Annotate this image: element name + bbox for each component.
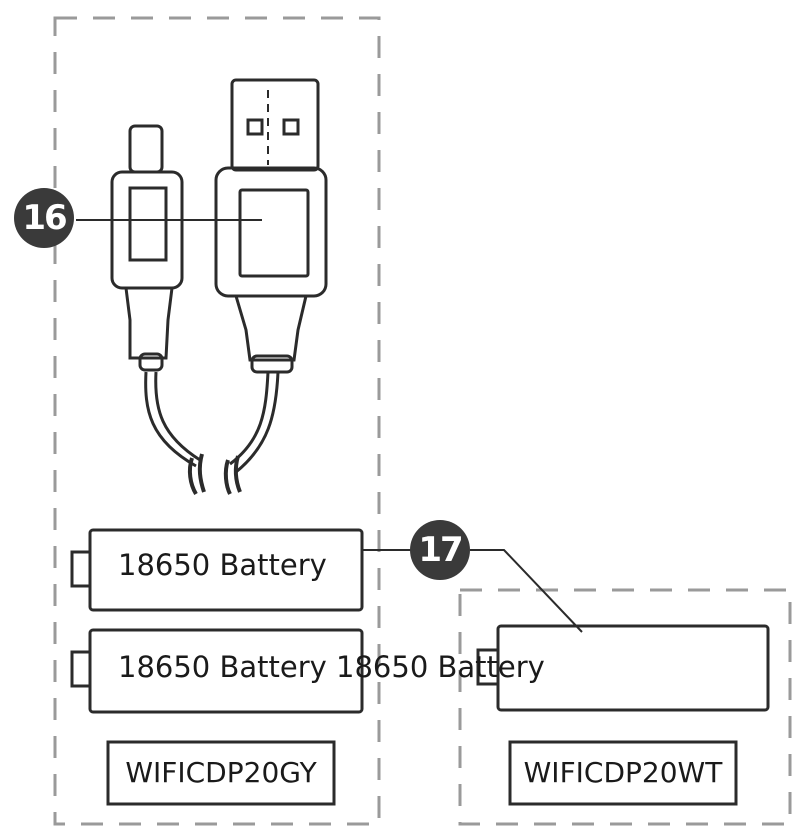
battery-white-kit-icon xyxy=(476,624,770,712)
battery-bottom-label: 18650 Battery 18650 Battery xyxy=(118,650,545,684)
cable-wires xyxy=(144,371,280,496)
battery-leader-lines xyxy=(362,549,583,633)
model-gray-label: WIFICDP20GY xyxy=(125,756,317,789)
callout-16-badge: 16 xyxy=(14,188,74,248)
battery-top-label: 18650 Battery xyxy=(118,548,327,582)
callout-17-badge: 17 xyxy=(410,520,470,580)
gray-model-box xyxy=(106,740,336,806)
battery-top-icon xyxy=(70,528,364,612)
white-model-box xyxy=(508,740,738,806)
gray-kit-border xyxy=(53,16,381,826)
battery-bottom-icon xyxy=(70,628,364,714)
model-white-label: WIFICDP20WT xyxy=(523,756,723,789)
white-kit-border xyxy=(458,588,792,826)
usb-a-connector-icon xyxy=(214,78,328,374)
micro-usb-connector-icon xyxy=(110,124,184,372)
